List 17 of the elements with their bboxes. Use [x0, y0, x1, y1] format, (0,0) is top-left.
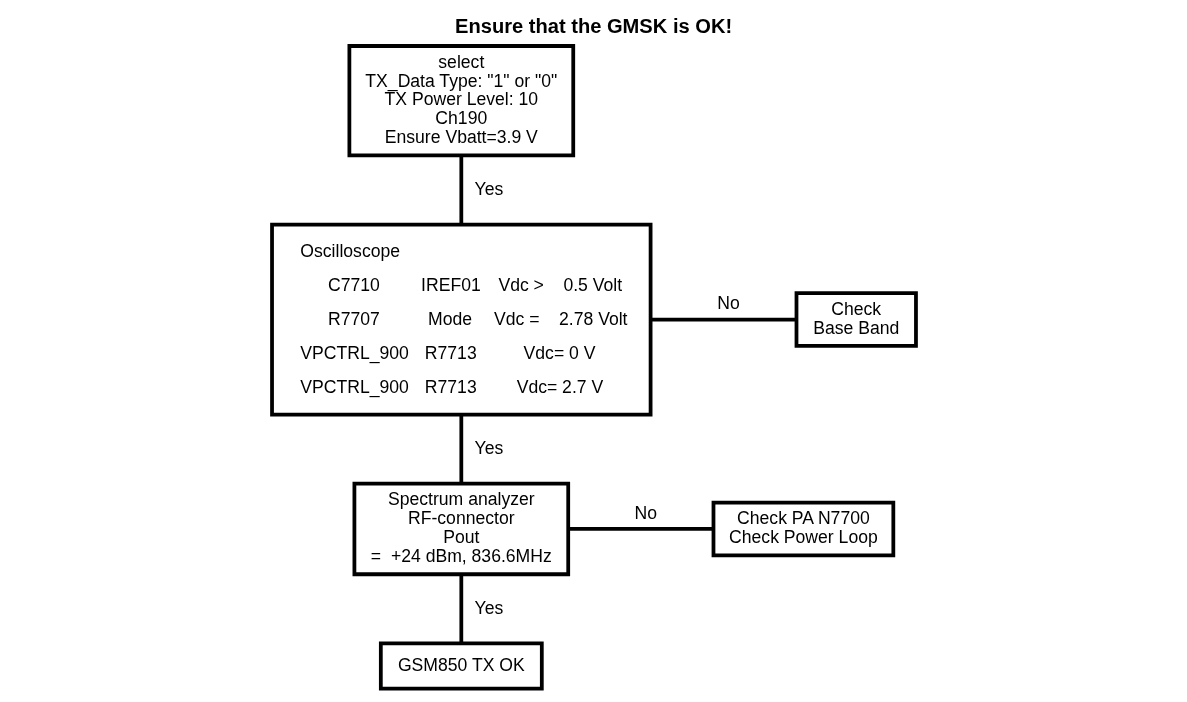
connector [568, 527, 713, 531]
connector [458, 574, 463, 644]
connector [650, 317, 796, 322]
edge-label: Yes [474, 179, 503, 200]
connector [458, 414, 463, 484]
node-box: select TX_Data Type: "1" or "0" TX Power Level: 10 Ch190 Ensure Vbatt=3.9 V [347, 44, 575, 158]
node-box: Check PA N7700 Check Power Loop [711, 500, 895, 558]
node-box: Check Base Band [794, 291, 918, 348]
node-box: Spectrum analyzer RF-connector Pout = +24 dBm, 836.6MHz [352, 481, 570, 577]
node-box: GSM850 TX OK [378, 641, 544, 691]
node-box: Oscilloscope C7710 IREF01 Vdc > 0.5 Volt R7707 Mode Vdc = 2.78 Volt VPCTRL_900 R7713 Vdc= 0 V VPCTRL_900 R7713 Vdc= 2.7 V [269, 222, 652, 417]
edge-label: Yes [474, 438, 503, 459]
connector [458, 155, 463, 225]
diagram-title: Ensure that the GMSK is OK! [454, 15, 732, 38]
edge-label: No [716, 293, 740, 314]
edge-label: No [634, 502, 657, 523]
edge-label: Yes [474, 598, 503, 619]
